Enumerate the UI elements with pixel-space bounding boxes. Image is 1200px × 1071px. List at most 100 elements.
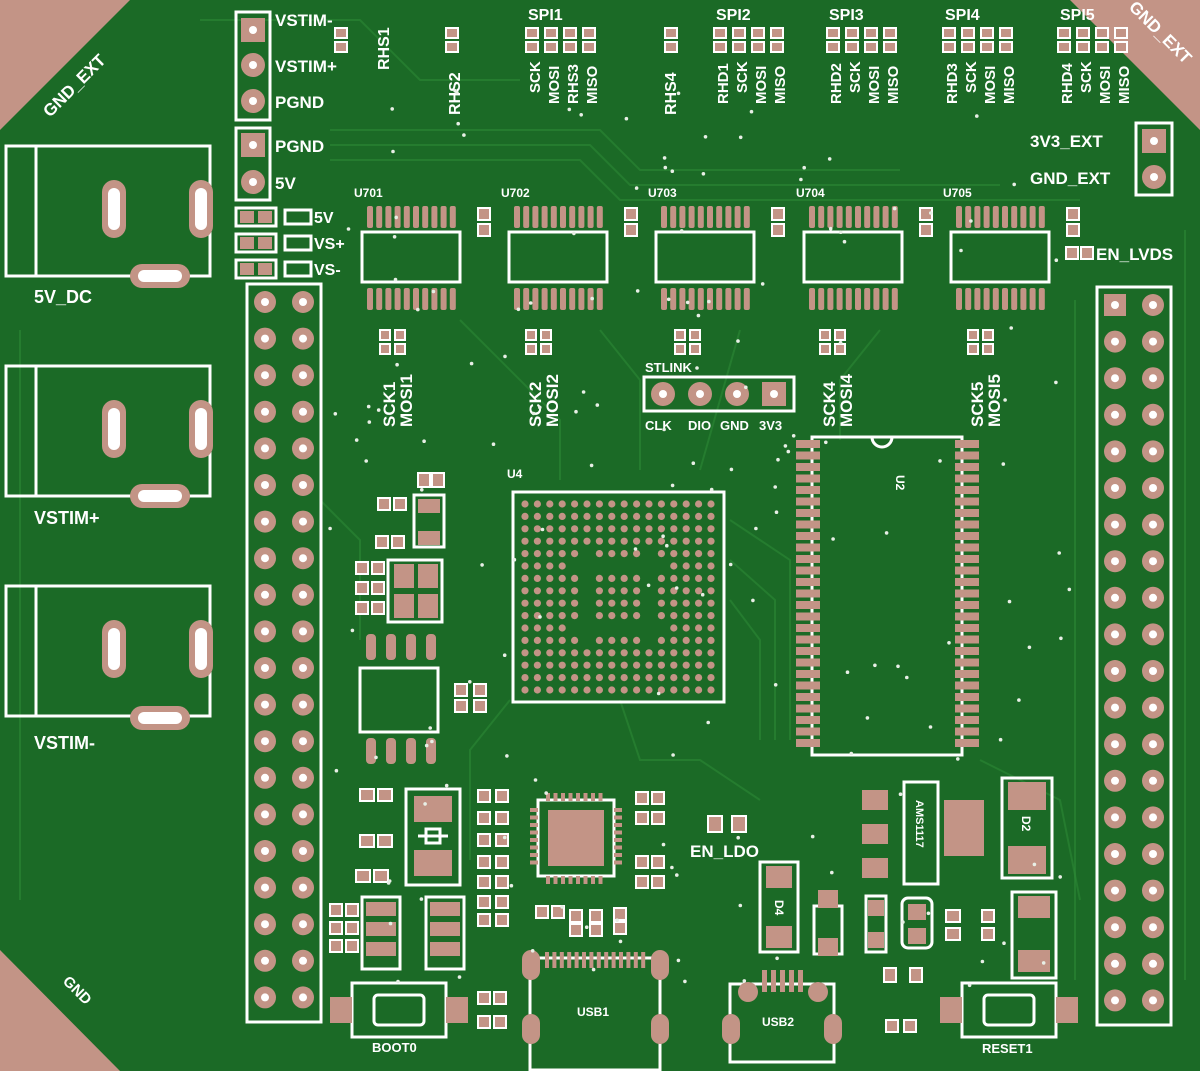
bga-ball (608, 500, 616, 508)
via (791, 434, 796, 438)
header-pin-hole (261, 700, 269, 709)
stlink-dio: DIO (688, 418, 711, 433)
header-pin-hole (1111, 630, 1119, 639)
via (774, 510, 779, 514)
driver-pin (550, 206, 557, 228)
ams1117-label: AMS1117 (913, 800, 925, 848)
header-pin-hole (1149, 850, 1157, 858)
spi-pad (751, 41, 765, 53)
spi-pin-label: RHD3 (944, 63, 961, 104)
via (683, 979, 687, 984)
driver-pin (873, 288, 880, 310)
via (1001, 462, 1006, 466)
resistor-pad (477, 913, 491, 927)
spi-pin-label: MOSI (546, 66, 563, 104)
bga-ball (533, 550, 542, 558)
bga-ball (670, 612, 678, 620)
bga-ball (657, 525, 666, 533)
reset-button[interactable]: RESET1 (940, 981, 1078, 1056)
bga-ball (670, 661, 678, 669)
bga-ball (620, 612, 628, 620)
usb1-pin (589, 952, 594, 968)
bga-ball (620, 674, 628, 682)
via (901, 920, 905, 924)
bga-ball (695, 587, 703, 595)
bga-ball (657, 599, 666, 607)
bga-ball (695, 661, 703, 669)
stlink-gnd: GND (720, 418, 749, 433)
spi-title: SPI4 (945, 7, 980, 24)
spi-pin-label: RHS3 (565, 64, 582, 104)
header-pin-hole (299, 956, 307, 965)
resistor-pad (495, 833, 509, 847)
power-pin1-label: PGND (275, 137, 324, 156)
bga-ball (670, 562, 678, 570)
u2-pin (796, 589, 820, 598)
u2-pin (796, 486, 820, 494)
bga-ball (682, 587, 690, 595)
via (538, 405, 542, 410)
bga-ball (707, 674, 715, 682)
via (744, 385, 748, 390)
via (615, 918, 619, 922)
bga-ball (633, 574, 641, 583)
driver-pin (965, 288, 972, 310)
via (635, 289, 640, 293)
spi-pin-label: SCK (963, 61, 980, 93)
bga-ball (620, 661, 628, 669)
bga-ball (546, 512, 554, 521)
bga-ball (595, 612, 604, 620)
spi-pad (961, 41, 975, 53)
spi-pad (864, 41, 878, 53)
usb2-label: USB2 (762, 1015, 794, 1029)
bga-ball (608, 525, 616, 533)
ext-3v3-label: 3V3_EXT (1030, 132, 1103, 151)
spi-pad (713, 41, 727, 53)
usb1-pin (567, 952, 572, 968)
bga-ball (583, 661, 591, 669)
via (396, 979, 400, 984)
via (503, 354, 507, 359)
spi-pad (826, 41, 840, 53)
via (581, 390, 586, 394)
via (709, 487, 714, 492)
bga-ball (707, 624, 715, 632)
bga-ball (620, 599, 628, 607)
en-lvds-pad-2 (1080, 246, 1094, 260)
spi-pin-label: MISO (1116, 65, 1133, 104)
qfn-pin (530, 860, 538, 865)
bga-ball (558, 537, 566, 545)
driver-pin (688, 288, 695, 310)
bga-ball (571, 574, 579, 583)
driver-pin (983, 288, 990, 310)
header-pin-hole (1111, 959, 1119, 968)
bga-ball (533, 599, 542, 607)
bga-ball (670, 686, 678, 694)
spi-pad (999, 27, 1013, 39)
bga-ball (670, 525, 678, 533)
via (455, 90, 459, 95)
spi-pad (1114, 27, 1128, 39)
spi-pin-label: MOSI (753, 66, 770, 104)
spi-pin-label: SCK (847, 61, 864, 93)
bga-ball (533, 649, 542, 657)
driver-pin (827, 206, 834, 228)
driver-pin (734, 288, 741, 310)
driver-pin (845, 288, 852, 310)
boot0-button[interactable]: BOOT0 (330, 981, 468, 1055)
via (544, 791, 548, 795)
driver-pin (670, 206, 677, 228)
via (1017, 698, 1021, 702)
dc-jack-vstim-plus-label: VSTIM+ (34, 508, 100, 528)
via (775, 956, 779, 961)
qfn-pin (530, 823, 538, 827)
via (579, 113, 583, 117)
via (424, 743, 429, 748)
bga-ball (682, 636, 690, 645)
driver-pin (422, 288, 429, 310)
bga-ball (682, 661, 690, 669)
driver-body (802, 230, 904, 284)
via (670, 865, 674, 870)
via (671, 753, 675, 757)
bga-ball (608, 574, 616, 583)
